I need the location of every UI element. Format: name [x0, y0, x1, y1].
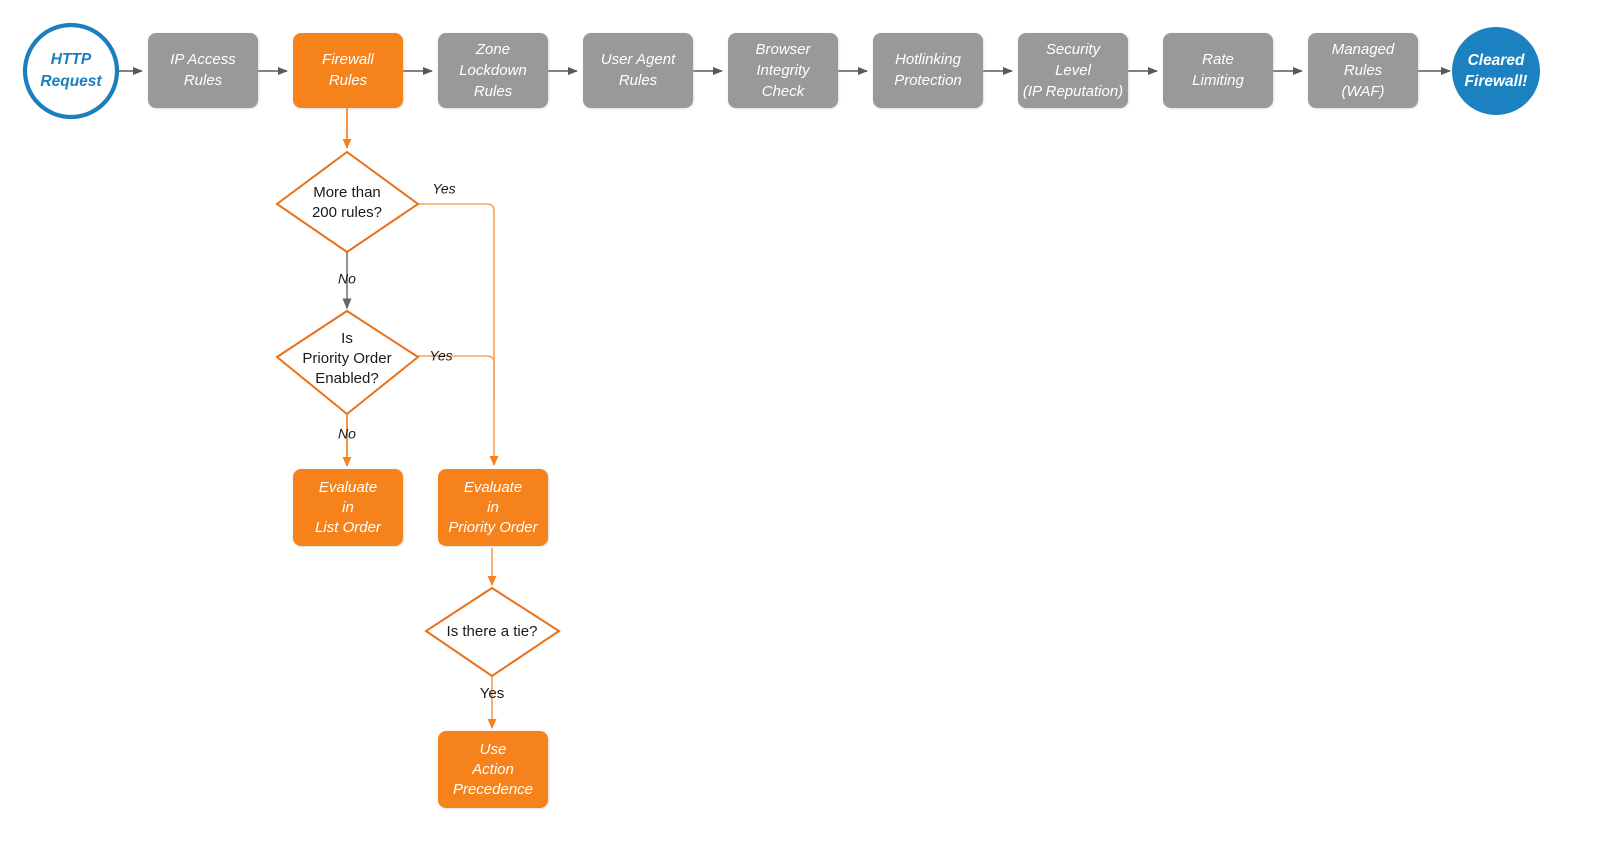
branch-connectors — [342, 108, 499, 729]
node-evaluate-in-priority-order[interactable]: Evaluate in Priority Order — [438, 469, 548, 546]
decision-is-priority-order-enabled[interactable]: Is Priority Order Enabled? — [275, 309, 420, 416]
node-user-agent-rules[interactable]: User Agent Rules — [583, 33, 693, 108]
node-zone-lockdown-rules[interactable]: Zone Lockdown Rules — [438, 33, 548, 108]
node-hotlinking-protection[interactable]: Hotlinking Protection — [873, 33, 983, 108]
edge-label-no-priority-order: No — [338, 426, 356, 442]
node-firewall-rules[interactable]: Firewall Rules — [293, 33, 403, 108]
step-label-line1: Zone — [475, 41, 510, 58]
outcome-label-line1: Evaluate — [319, 479, 377, 496]
step-label-line3: (IP Reputation) — [1023, 83, 1123, 100]
step-label-line1: User Agent — [601, 51, 676, 68]
decision-label-line1: More than — [313, 184, 381, 201]
step-label-line3: (WAF) — [1341, 83, 1384, 100]
outcome-box — [438, 469, 548, 546]
step-label-line1: Managed — [1332, 41, 1395, 58]
end-label-line1: Cleared — [1468, 52, 1525, 69]
edge-label-yes-tie: Yes — [480, 685, 504, 702]
outcome-box — [293, 469, 403, 546]
step-label-line2: Integrity — [756, 62, 811, 79]
step-box — [873, 33, 983, 108]
decision-diamond — [424, 586, 561, 678]
step-label-line1: Firewall — [322, 51, 374, 68]
decision-label-line1: Is there a tie? — [447, 623, 538, 640]
node-evaluate-in-list-order[interactable]: Evaluate in List Order — [293, 469, 403, 546]
outcome-label-line2: in — [342, 499, 354, 516]
start-label-line2: Request — [40, 73, 102, 90]
outcome-label-line3: List Order — [315, 519, 382, 536]
step-box — [148, 33, 258, 108]
edge-label-yes-200-rules: Yes — [432, 181, 455, 197]
step-label-line1: Security — [1046, 41, 1102, 58]
outcome-label-line2: Action — [471, 761, 514, 778]
decision-label-line2: Priority Order — [302, 350, 391, 367]
node-ip-access-rules[interactable]: IP Access Rules — [148, 33, 258, 108]
step-label-line3: Rules — [474, 83, 513, 100]
start-label-line1: HTTP — [51, 51, 92, 68]
decision-diamond — [275, 150, 420, 254]
step-box — [728, 33, 838, 108]
step-label-line2: Rules — [619, 72, 658, 89]
decision-label-line3: Enabled? — [315, 370, 378, 387]
step-label-line3: Check — [762, 83, 806, 100]
step-box — [583, 33, 693, 108]
step-label-line2: Lockdown — [459, 62, 527, 79]
decision-is-there-a-tie[interactable]: Is there a tie? — [424, 586, 561, 678]
outcome-label-line1: Evaluate — [464, 479, 522, 496]
step-box — [1018, 33, 1128, 108]
node-http-request[interactable]: HTTP Request — [22, 22, 120, 120]
step-box — [1308, 33, 1418, 108]
outcome-box — [438, 731, 548, 808]
step-label-line2: Limiting — [1192, 72, 1244, 89]
node-use-action-precedence[interactable]: Use Action Precedence — [438, 731, 548, 808]
node-browser-integrity-check[interactable]: Browser Integrity Check — [728, 33, 838, 108]
step-label-line2: Rules — [1344, 62, 1383, 79]
step-label-line2: Rules — [329, 72, 368, 89]
decision-more-than-200-rules[interactable]: More than 200 rules? — [275, 150, 420, 254]
connector-decision1-yes-trunk — [418, 203, 499, 466]
connector-decision2-yes-trunk — [418, 355, 495, 400]
step-label-line2: Level — [1055, 62, 1092, 79]
step-label-line1: Hotlinking — [895, 51, 962, 68]
edge-label-yes-priority-order: Yes — [429, 348, 452, 364]
edge-label-no-200-rules: No — [338, 271, 356, 287]
decision-label-line2: 200 rules? — [312, 204, 382, 221]
outcome-label-line1: Use — [480, 741, 507, 758]
step-label-line2: Rules — [184, 72, 223, 89]
node-rate-limiting[interactable]: Rate Limiting — [1163, 33, 1273, 108]
step-box — [438, 33, 548, 108]
decision-label-line1: Is — [341, 330, 353, 347]
node-security-level[interactable]: Security Level (IP Reputation) — [1018, 33, 1128, 108]
step-box — [293, 33, 403, 108]
step-label-line2: Protection — [894, 72, 962, 89]
outcome-label-line3: Priority Order — [448, 519, 538, 536]
outcome-label-line2: in — [487, 499, 499, 516]
step-label-line1: Browser — [755, 41, 811, 58]
step-label-line1: Rate — [1202, 51, 1234, 68]
decision-diamond — [275, 309, 420, 416]
outcome-label-line3: Precedence — [453, 781, 533, 798]
end-circle — [1452, 27, 1540, 115]
end-label-line2: Firewall! — [1465, 73, 1528, 90]
node-managed-rules-waf[interactable]: Managed Rules (WAF) — [1308, 33, 1418, 108]
edge-labels: Yes No Yes No Yes — [338, 181, 504, 702]
step-box — [1163, 33, 1273, 108]
step-label-line1: IP Access — [170, 51, 236, 68]
start-circle — [22, 22, 120, 120]
node-cleared-firewall[interactable]: Cleared Firewall! — [1452, 27, 1540, 115]
